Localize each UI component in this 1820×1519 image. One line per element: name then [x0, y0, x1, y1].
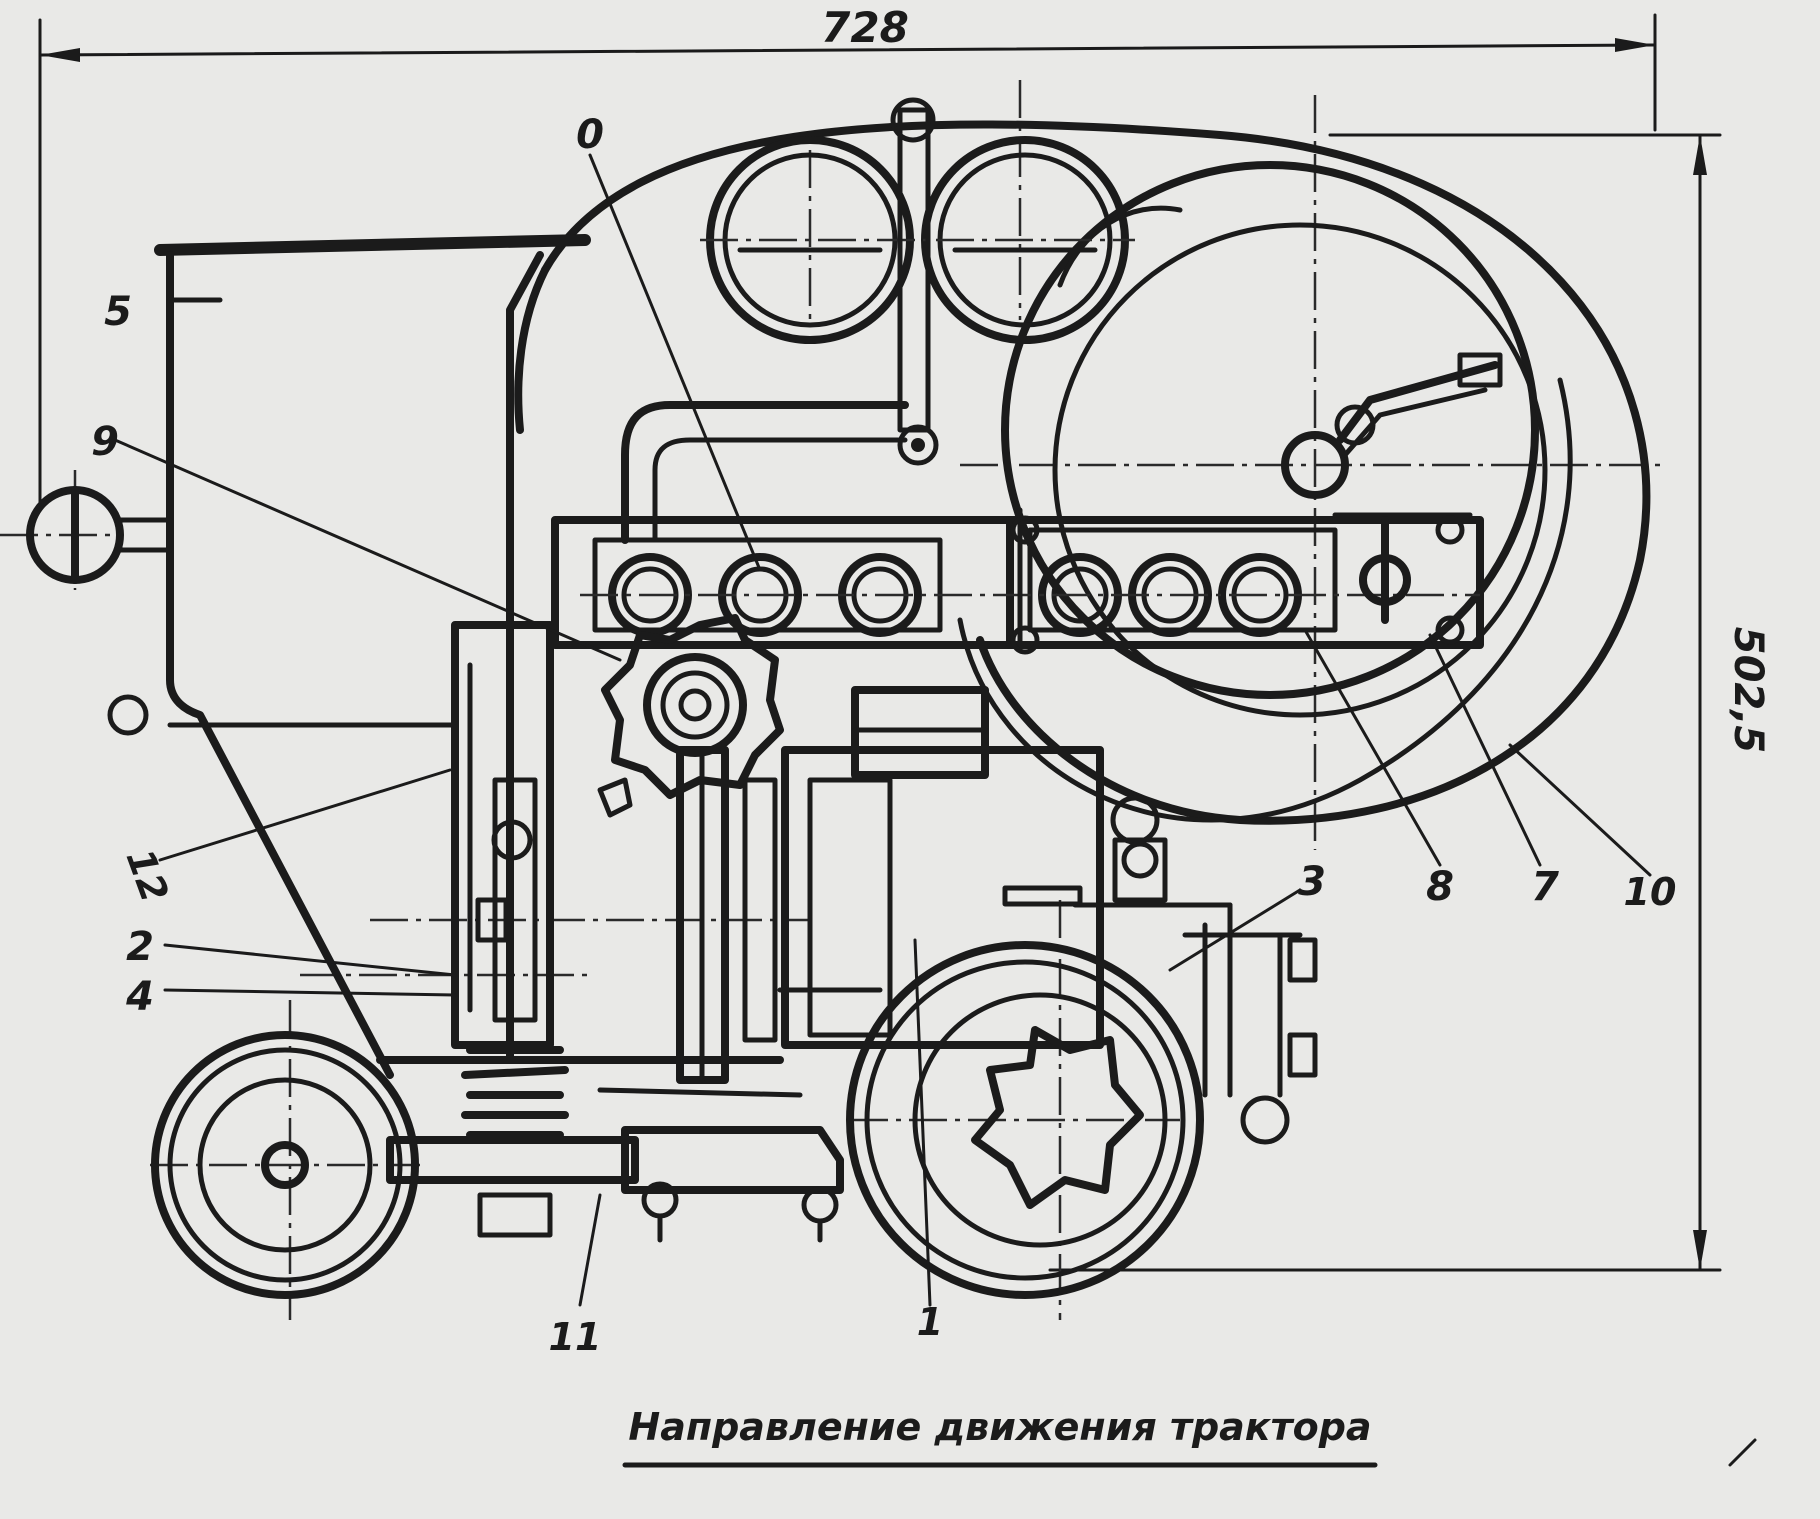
gear	[597, 614, 784, 818]
callout-7: 7	[1531, 864, 1559, 910]
pipe	[621, 401, 909, 544]
callout-4: 4	[125, 974, 154, 1020]
callout-0: 0	[576, 112, 604, 158]
caption: Направление движения трактора	[628, 1405, 1371, 1449]
dimension-height: 502,5	[1048, 133, 1771, 1272]
callout-labels: 0 9 5 12 2 4 11 1 3 8 7 10	[91, 112, 1676, 1359]
callout-8: 8	[1426, 864, 1454, 910]
dimension-width: 728	[38, 3, 1657, 512]
motor-block	[777, 686, 1318, 1145]
hopper	[107, 234, 591, 1079]
callout-11: 11	[549, 1315, 602, 1359]
chassis	[376, 1056, 844, 1243]
caption-group: Направление движения трактора	[622, 1405, 1378, 1468]
height-dimension-label: 502,5	[1725, 627, 1771, 754]
callout-3: 3	[1298, 859, 1326, 905]
small-wheel	[151, 1031, 419, 1299]
callout-12: 12	[117, 843, 176, 908]
spring-column	[451, 621, 569, 1238]
center-lines	[0, 80, 1660, 1320]
callout-9: 9	[91, 419, 119, 465]
drive-shaft	[676, 746, 778, 1084]
handwheel	[26, 486, 173, 584]
callout-10: 10	[1624, 870, 1677, 914]
leader-lines	[113, 153, 1652, 1307]
callout-5: 5	[104, 289, 132, 335]
callout-2: 2	[126, 924, 154, 970]
stray-mark	[1728, 1438, 1757, 1467]
width-dimension-label: 728	[821, 3, 909, 52]
large-wheel	[846, 885, 1204, 1299]
twin-drums	[700, 97, 1135, 466]
lever	[1281, 352, 1503, 499]
callout-1: 1	[917, 1300, 943, 1344]
